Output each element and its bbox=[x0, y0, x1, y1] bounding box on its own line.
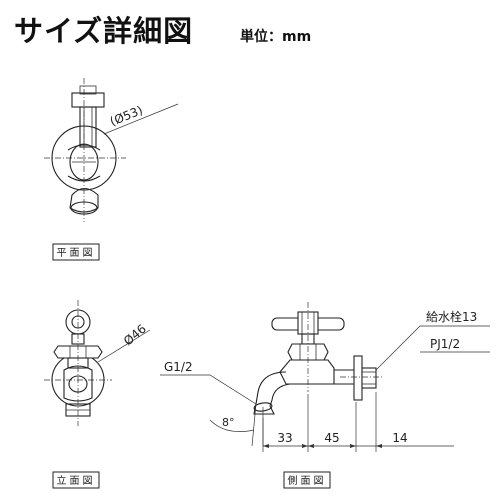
unit-label: 単位：mm bbox=[240, 29, 312, 45]
plan-view-label: 平面図 bbox=[57, 247, 96, 259]
thread-label: G1/2 bbox=[164, 360, 193, 374]
front-diameter-label: Ø46 bbox=[121, 322, 149, 349]
front-view-label-box bbox=[52, 471, 100, 489]
plan-view-drawing bbox=[44, 78, 179, 222]
side-view-drawing bbox=[160, 302, 490, 452]
front-view-drawing bbox=[44, 300, 151, 426]
dimension-33: 33 bbox=[277, 431, 292, 445]
front-view-label: 立面図 bbox=[57, 474, 96, 487]
side-view-label: 側面図 bbox=[288, 474, 327, 487]
inlet-label: 給水栓13 bbox=[426, 309, 477, 324]
page-title: サイズ詳細図 bbox=[14, 14, 194, 48]
dimension-45: 45 bbox=[324, 431, 339, 445]
angle-label: 8° bbox=[222, 416, 235, 429]
dimension-14: 14 bbox=[392, 431, 407, 445]
side-view-label-box bbox=[283, 471, 331, 489]
pipe-label: PJ1/2 bbox=[430, 337, 460, 351]
plan-view-label-box bbox=[52, 243, 100, 261]
